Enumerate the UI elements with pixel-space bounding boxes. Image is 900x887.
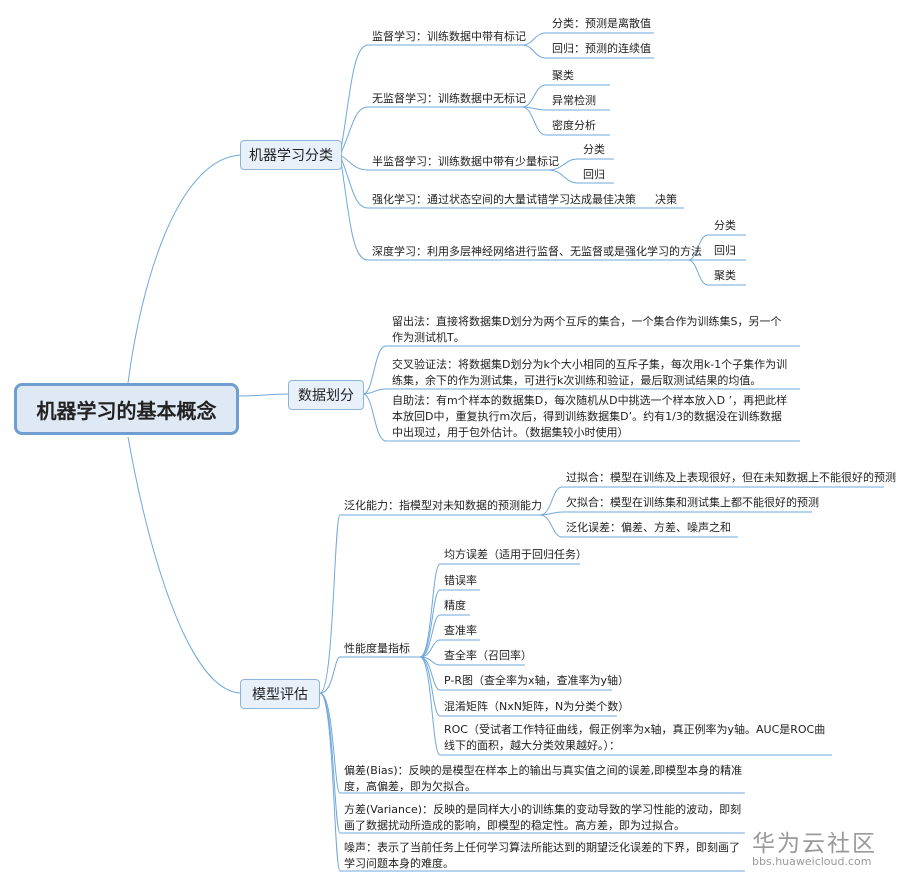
node-error-rate[interactable]: 错误率	[444, 574, 477, 587]
node-decision[interactable]: 决策	[655, 193, 677, 206]
node-reinforcement[interactable]: 强化学习：通过状态空间的大量试错学习达成最佳决策	[372, 193, 636, 206]
node-underfitting[interactable]: 欠拟合：模型在训练集和测试集上都不能很好的预测	[566, 496, 819, 509]
node-deep-learning[interactable]: 深度学习：利用多层神经网络进行监督、无监督或是强化学习的方法	[372, 245, 702, 258]
node-density-analysis[interactable]: 密度分析	[552, 119, 596, 132]
node-supervised-regression[interactable]: 回归：预测的连续值	[552, 42, 651, 55]
node-supervised[interactable]: 监督学习：训练数据中带有标记	[372, 30, 526, 43]
node-semi-classification[interactable]: 分类	[583, 143, 605, 156]
node-anomaly-detection[interactable]: 异常检测	[552, 94, 596, 107]
branch-model-evaluation[interactable]: 模型评估	[240, 679, 320, 709]
node-roc[interactable]: ROC（受试者工作特征曲线，假正例率为x轴，真正例率为y轴。AUC是ROC曲线下…	[444, 723, 826, 752]
node-recall[interactable]: 查全率（召回率）	[444, 649, 532, 662]
node-generalization[interactable]: 泛化能力：指模型对未知数据的预测能力	[344, 499, 542, 512]
node-bias[interactable]: 偏差(Bias)：反映的是模型在样本上的输出与真实值之间的误差,即模型本身的精准…	[344, 764, 743, 793]
branch-data-split[interactable]: 数据划分	[288, 380, 364, 410]
node-deep-regression[interactable]: 回归	[714, 244, 736, 257]
node-confusion-matrix[interactable]: 混淆矩阵（NxN矩阵，N为分类个数）	[444, 700, 630, 713]
node-deep-classification[interactable]: 分类	[714, 219, 736, 232]
root-topic[interactable]: 机器学习的基本概念	[14, 383, 239, 435]
node-semi-regression[interactable]: 回归	[583, 168, 605, 181]
node-deep-clustering[interactable]: 聚类	[714, 269, 736, 282]
node-pr-curve[interactable]: P-R图（查全率为x轴，查准率为y轴）	[444, 674, 630, 687]
node-noise[interactable]: 噪声：表示了当前任务上任何学习算法所能达到的期望泛化误差的下界，即刻画了学习问题…	[344, 841, 740, 870]
watermark-name: 华为云社区	[752, 831, 877, 857]
branch-ml-classification[interactable]: 机器学习分类	[240, 140, 342, 170]
node-mse[interactable]: 均方误差（适用于回归任务）	[444, 548, 587, 561]
node-accuracy[interactable]: 精度	[444, 599, 466, 612]
node-overfitting[interactable]: 过拟合：模型在训练及上表现很好，但在未知数据上不能很好的预测	[566, 471, 896, 484]
node-semi-supervised[interactable]: 半监督学习：训练数据中带有少量标记	[372, 155, 559, 168]
node-clustering[interactable]: 聚类	[552, 69, 574, 82]
node-variance[interactable]: 方差(Variance)：反映的是同样大小的训练集的变动导致的学习性能的波动，即…	[344, 803, 742, 832]
node-cross-validation[interactable]: 交叉验证法：将数据集D划分为k个大小相同的互斥子集，每次用k-1个子集作为训练集…	[392, 358, 788, 387]
node-holdout[interactable]: 留出法：直接将数据集D划分为两个互斥的集合，一个集合作为训练集S，另一个作为测试…	[392, 315, 782, 344]
node-generalization-error[interactable]: 泛化误差：偏差、方差、噪声之和	[566, 521, 731, 534]
node-precision[interactable]: 查准率	[444, 624, 477, 637]
watermark-url: bbs.huaweicloud.com	[752, 855, 872, 868]
node-bootstrap[interactable]: 自助法：有m个样本的数据集D，每次随机从D中挑选一个样本放入D ’，再把此样本放…	[392, 394, 788, 439]
node-performance-metrics[interactable]: 性能度量指标	[344, 642, 410, 655]
node-unsupervised[interactable]: 无监督学习：训练数据中无标记	[372, 92, 526, 105]
node-supervised-classification[interactable]: 分类：预测是离散值	[552, 17, 651, 30]
